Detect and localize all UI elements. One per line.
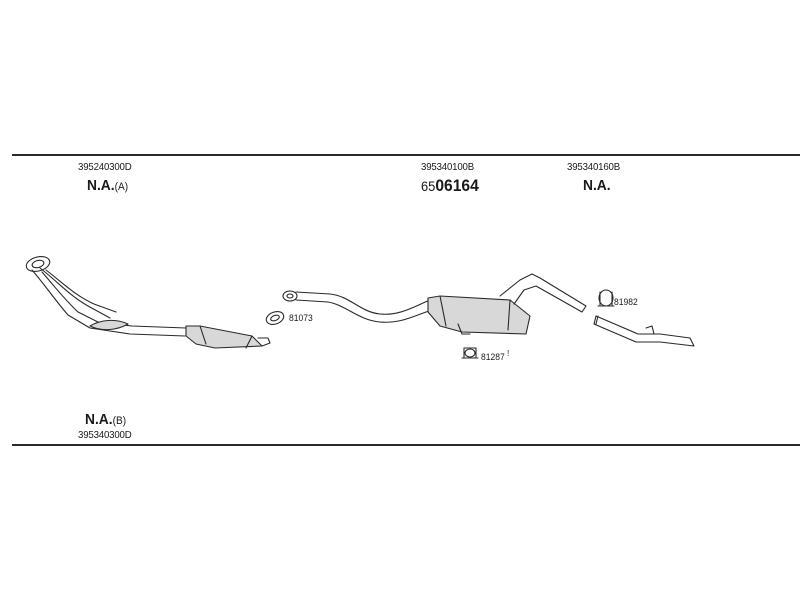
na-suffix: (A)	[114, 181, 129, 193]
bottom-divider	[12, 444, 800, 446]
front-pipe-code: 395240300D	[78, 161, 132, 173]
catalyst-code: 395340300D	[78, 429, 132, 441]
top-divider	[12, 154, 800, 156]
number-prefix: 65	[421, 178, 436, 194]
middle-silencer-number: 6506164	[421, 177, 479, 194]
na-suffix: (B)	[112, 415, 127, 427]
clamp-part-number-right: 81982	[614, 297, 638, 308]
na-text: N.A.	[87, 177, 115, 194]
tail-pipe	[593, 315, 695, 347]
gasket-icon	[265, 311, 285, 325]
catalyst-label: N.A.(B)	[85, 412, 126, 427]
clamp-icon-right	[597, 289, 615, 307]
middle-silencer	[427, 273, 587, 335]
clamp-part-number-mid: 81287 !	[481, 350, 509, 363]
front-muffler	[185, 325, 271, 349]
front-pipe-label: N.A.(A)	[87, 178, 128, 193]
tail-pipe-label: N.A.	[583, 177, 611, 194]
clamp-icon-mid	[461, 347, 479, 359]
number-main: 06164	[435, 176, 479, 195]
middle-pipe	[282, 290, 433, 323]
front-pipe	[25, 256, 187, 337]
na-text: N.A.	[85, 411, 113, 428]
gasket-part-number: 81073	[289, 313, 313, 324]
tail-pipe-code: 395340160B	[567, 161, 620, 173]
part-number: 81287	[481, 352, 505, 363]
part-mark: !	[507, 349, 510, 358]
middle-silencer-code: 395340100B	[421, 161, 474, 173]
